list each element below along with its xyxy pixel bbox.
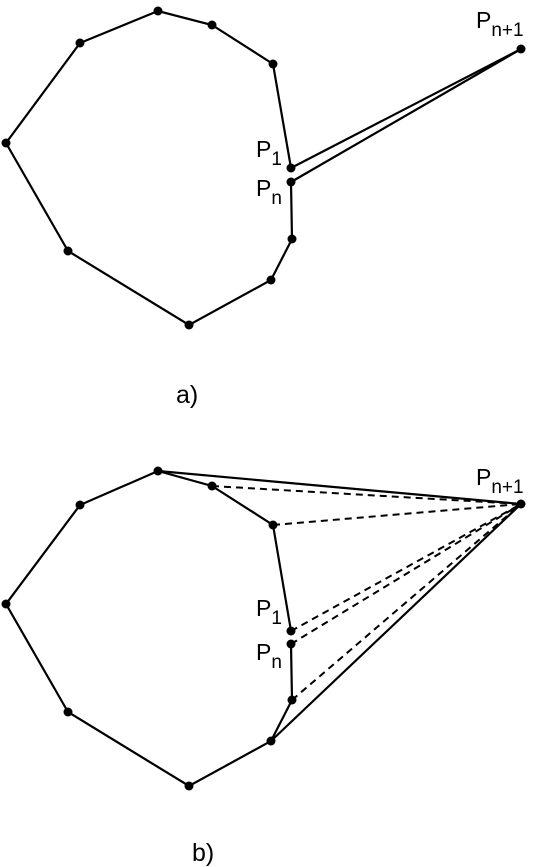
vertices-b [1, 466, 526, 791]
vertex-b [266, 736, 276, 746]
vertex-pn1-b [516, 499, 526, 509]
label-p1-a: P1 [256, 136, 282, 170]
label-p1-b: P1 [256, 595, 282, 629]
vertex-a [266, 275, 276, 285]
panel-b: P1 Pn Pn+1 b) [1, 464, 526, 867]
vertex-pn-b [286, 639, 296, 649]
vertex-a [75, 38, 85, 48]
vertex-a [207, 20, 217, 30]
vertex-b [268, 520, 278, 530]
vertex-a [184, 320, 194, 330]
label-pn-a: Pn [256, 175, 282, 209]
dashed-ray [291, 503, 522, 701]
dashed-ray [211, 485, 522, 505]
edge-pn-pn1-a [289, 47, 523, 184]
caption-a: a) [176, 381, 198, 409]
label-pn-b: Pn [256, 639, 282, 673]
lower-tangent-b [269, 502, 523, 743]
vertex-pn-a [286, 177, 296, 187]
dashed-rays-b [211, 485, 522, 701]
panel-a: P1 Pn Pn+1 a) [1, 6, 526, 409]
vertex-a [63, 246, 73, 256]
vertex-a [287, 234, 297, 244]
dashed-ray [290, 503, 522, 645]
vertex-b [75, 500, 85, 510]
vertex-b [1, 599, 11, 609]
upper-tangent-b [156, 469, 523, 506]
vertex-pn1-a [516, 44, 526, 54]
vertex-b [287, 695, 297, 705]
hull-polygon-a [4, 9, 294, 327]
vertex-p1-a [286, 163, 296, 173]
dashed-ray [272, 503, 522, 526]
vertex-a [1, 138, 11, 148]
vertex-b [63, 707, 73, 717]
vertex-a [268, 59, 278, 69]
dashed-ray [290, 503, 522, 632]
vertex-p1-b [286, 626, 296, 636]
vertex-b [184, 781, 194, 791]
vertex-b [153, 466, 163, 476]
hull-polygon-b [4, 469, 294, 788]
edge-p1-pn1-a [289, 47, 523, 170]
label-pn1-a: Pn+1 [476, 7, 524, 41]
vertex-b [207, 481, 217, 491]
caption-b: b) [192, 839, 214, 867]
vertices-a [1, 6, 526, 330]
vertex-a [153, 6, 163, 16]
label-pn1-b: Pn+1 [476, 464, 524, 498]
